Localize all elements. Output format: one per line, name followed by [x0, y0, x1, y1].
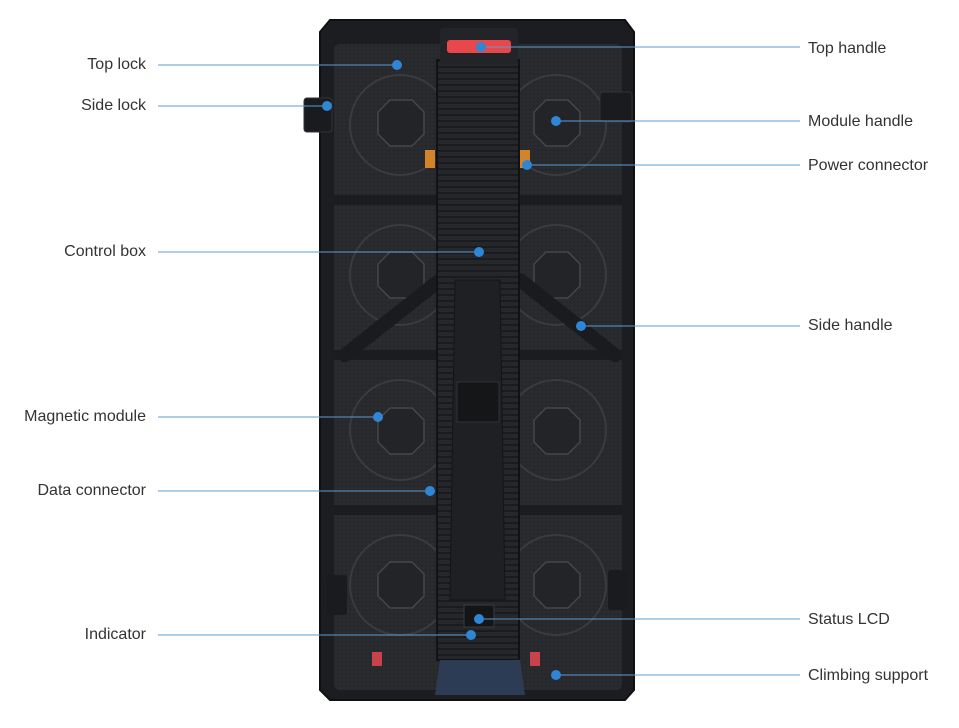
label-control-box: Control box [64, 243, 146, 260]
callout-dot-status-lcd [474, 614, 484, 624]
callout-dot-side-handle [576, 321, 586, 331]
leader-lines [158, 42, 800, 680]
label-climbing-support: Climbing support [808, 667, 929, 684]
label-top-handle: Top handle [808, 40, 887, 57]
control-box-port [456, 381, 500, 423]
label-indicator: Indicator [84, 626, 146, 643]
label-magnetic-module: Magnetic module [24, 408, 146, 425]
callout-dot-control-box [474, 247, 484, 257]
callout-dot-power-connector [522, 160, 532, 170]
diagonal-braces [338, 273, 622, 362]
label-data-connector: Data connector [37, 482, 146, 499]
callout-dot-climbing-support [551, 670, 561, 680]
callout-dot-top-lock [392, 60, 402, 70]
callout-dot-data-connector [425, 486, 435, 496]
label-side-handle: Side handle [808, 317, 893, 334]
callout-dot-indicator [466, 630, 476, 640]
callout-dot-top-handle [476, 42, 486, 52]
module-magnets [377, 99, 581, 609]
label-top-lock: Top lock [87, 56, 146, 73]
callout-dot-module-handle [551, 116, 561, 126]
label-power-connector: Power connector [808, 157, 929, 174]
label-status-lcd: Status LCD [808, 611, 890, 628]
label-module-handle: Module handle [808, 113, 913, 130]
label-side-lock: Side lock [81, 97, 146, 114]
callout-dot-side-lock [322, 101, 332, 111]
callout-dot-magnetic-module [373, 412, 383, 422]
